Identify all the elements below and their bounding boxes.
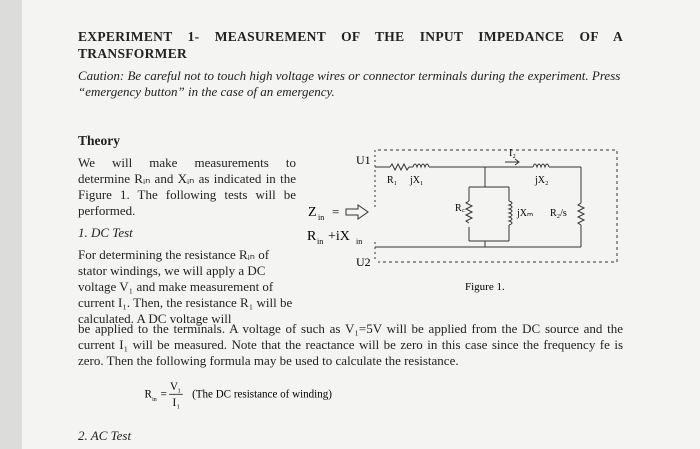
ac-test-heading: 2. AC Test <box>78 428 132 443</box>
arrow-right-icon <box>345 204 369 220</box>
formula-lhs: R <box>145 389 153 401</box>
r2s-label: R₂/s <box>550 208 567 219</box>
zin-r: R <box>307 229 317 244</box>
caution-note: Caution: Be careful not to touch high vo… <box>78 68 621 99</box>
formula-note: (The DC resistance of winding) <box>192 389 332 401</box>
dc-test-paragraph-continued: be applied to the terminals. A voltage o… <box>78 321 623 368</box>
theory-paragraph: We will make measurements to determine R… <box>78 155 296 218</box>
formula-lhs-sub: in <box>152 397 157 403</box>
r1-label: R₁ <box>387 175 397 186</box>
rc-label: R꜀ <box>455 203 466 214</box>
zin-lhs-sub: in <box>318 213 324 222</box>
zin-equation: Z in = R in +iX in <box>307 204 369 246</box>
formula-eq: = <box>161 389 167 401</box>
figure-caption: Figure 1. <box>465 281 505 293</box>
formula-numerator-sub: 1 <box>178 389 181 395</box>
formula-denominator: I <box>173 397 177 409</box>
r2s-resistor <box>576 202 586 226</box>
page-title: EXPERIMENT 1- MEASUREMENT OF THE INPUT I… <box>78 29 623 61</box>
zin-r-sub: in <box>317 237 323 246</box>
x2-label: jX₂ <box>534 175 549 186</box>
current-arrow-icon <box>505 158 520 166</box>
xm-label: jXₘ <box>516 208 533 219</box>
zin-eq: = <box>332 204 339 219</box>
terminal-u2-label: U2 <box>356 255 371 269</box>
zin-x-sub: in <box>356 237 362 246</box>
dc-resistance-formula: R in = V 1 I 1 (The DC resistance of win… <box>145 381 333 411</box>
x1-inductor <box>412 163 430 169</box>
dc-test-paragraph: For determining the resistance Rᵢₙ of st… <box>78 247 293 326</box>
theory-heading: Theory <box>78 133 120 148</box>
page-shadow <box>0 0 22 449</box>
r1-resistor <box>389 162 410 172</box>
dc-test-heading: 1. DC Test <box>78 225 133 240</box>
rc-resistor <box>464 200 474 224</box>
zin-plus-ix: +iX <box>328 229 350 244</box>
i2-label: I₂ <box>509 148 516 159</box>
x2-inductor <box>532 163 550 169</box>
xm-inductor <box>507 200 513 226</box>
terminal-u1-label: U1 <box>356 153 371 167</box>
formula-numerator: V <box>170 381 178 393</box>
formula-denominator-sub: 1 <box>177 405 180 411</box>
x1-label: jX₁ <box>409 175 424 186</box>
zin-lhs: Z <box>308 205 317 220</box>
figure-1-circuit: U1 U2 R₁ jX₁ jX₂ I₂ R꜀ jXₘ R₂/s Figure <box>356 148 618 293</box>
